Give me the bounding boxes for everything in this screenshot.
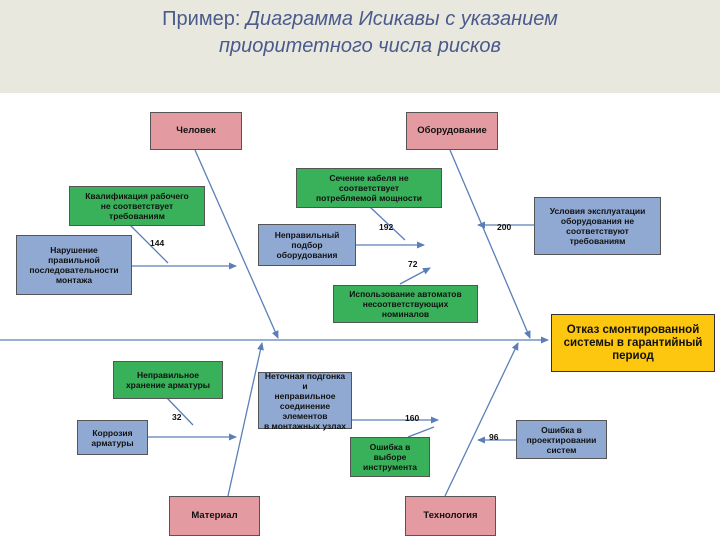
- category-material: Материал: [169, 496, 260, 536]
- cause-sequence-violation: Нарушение правильной последовательности …: [16, 235, 132, 295]
- category-technology: Технология: [405, 496, 496, 536]
- rpn-fitting: 160: [405, 413, 420, 423]
- cause-operating-conditions: Условия эксплуатации оборудования не соо…: [534, 197, 661, 255]
- title-line1: Диаграмма Исикавы с указанием: [245, 8, 558, 30]
- cause-breakers: Использование автоматов несоответствующи…: [333, 285, 478, 323]
- arrow-qualification: [129, 224, 169, 264]
- arrow-cable: [369, 206, 406, 241]
- cause-corrosion: Коррозия арматуры: [77, 420, 148, 455]
- cause-tool-choice: Ошибка в выборе инструмента: [350, 437, 430, 477]
- cause-fitting: Неточная подгонка и неправильное соедине…: [258, 371, 352, 431]
- arrow-breakers: [399, 267, 431, 285]
- title-line2: приоритетного числа рисков: [219, 35, 501, 57]
- effect-box: Отказ смонтированной системы в гарантийн…: [551, 314, 715, 372]
- bone-material: [227, 342, 264, 497]
- cause-design-error: Ошибка в проектировании систем: [516, 420, 607, 459]
- arrow-tool: [407, 426, 435, 438]
- rpn-sequence-violation: 144: [150, 238, 165, 248]
- title-lead: Пример:: [162, 8, 246, 30]
- rpn-breakers: 72: [408, 259, 418, 269]
- bone-technology: [444, 342, 519, 497]
- bone-person: [194, 149, 279, 339]
- rpn-corrosion: 32: [172, 412, 182, 422]
- cause-wrong-selection: Неправильный подбор оборудования: [258, 224, 356, 266]
- rpn-wrong-selection: 192: [379, 222, 394, 232]
- cause-storage: Неправильное хранение арматуры: [113, 361, 223, 399]
- rpn-design-error: 96: [489, 432, 499, 442]
- arrow-storage: [166, 397, 194, 426]
- header-band: Пример: Диаграмма Исикавы с указанием пр…: [0, 0, 720, 93]
- bone-equipment: [449, 149, 531, 339]
- cause-qualification: Квалификация рабочего не соответствует т…: [69, 186, 205, 226]
- category-equipment: Оборудование: [406, 112, 498, 150]
- cause-cable-section: Сечение кабеля не соответствует потребля…: [296, 168, 442, 208]
- rpn-operating-conditions: 200: [497, 222, 512, 232]
- category-person: Человек: [150, 112, 242, 150]
- page-title: Пример: Диаграмма Исикавы с указанием пр…: [0, 6, 720, 60]
